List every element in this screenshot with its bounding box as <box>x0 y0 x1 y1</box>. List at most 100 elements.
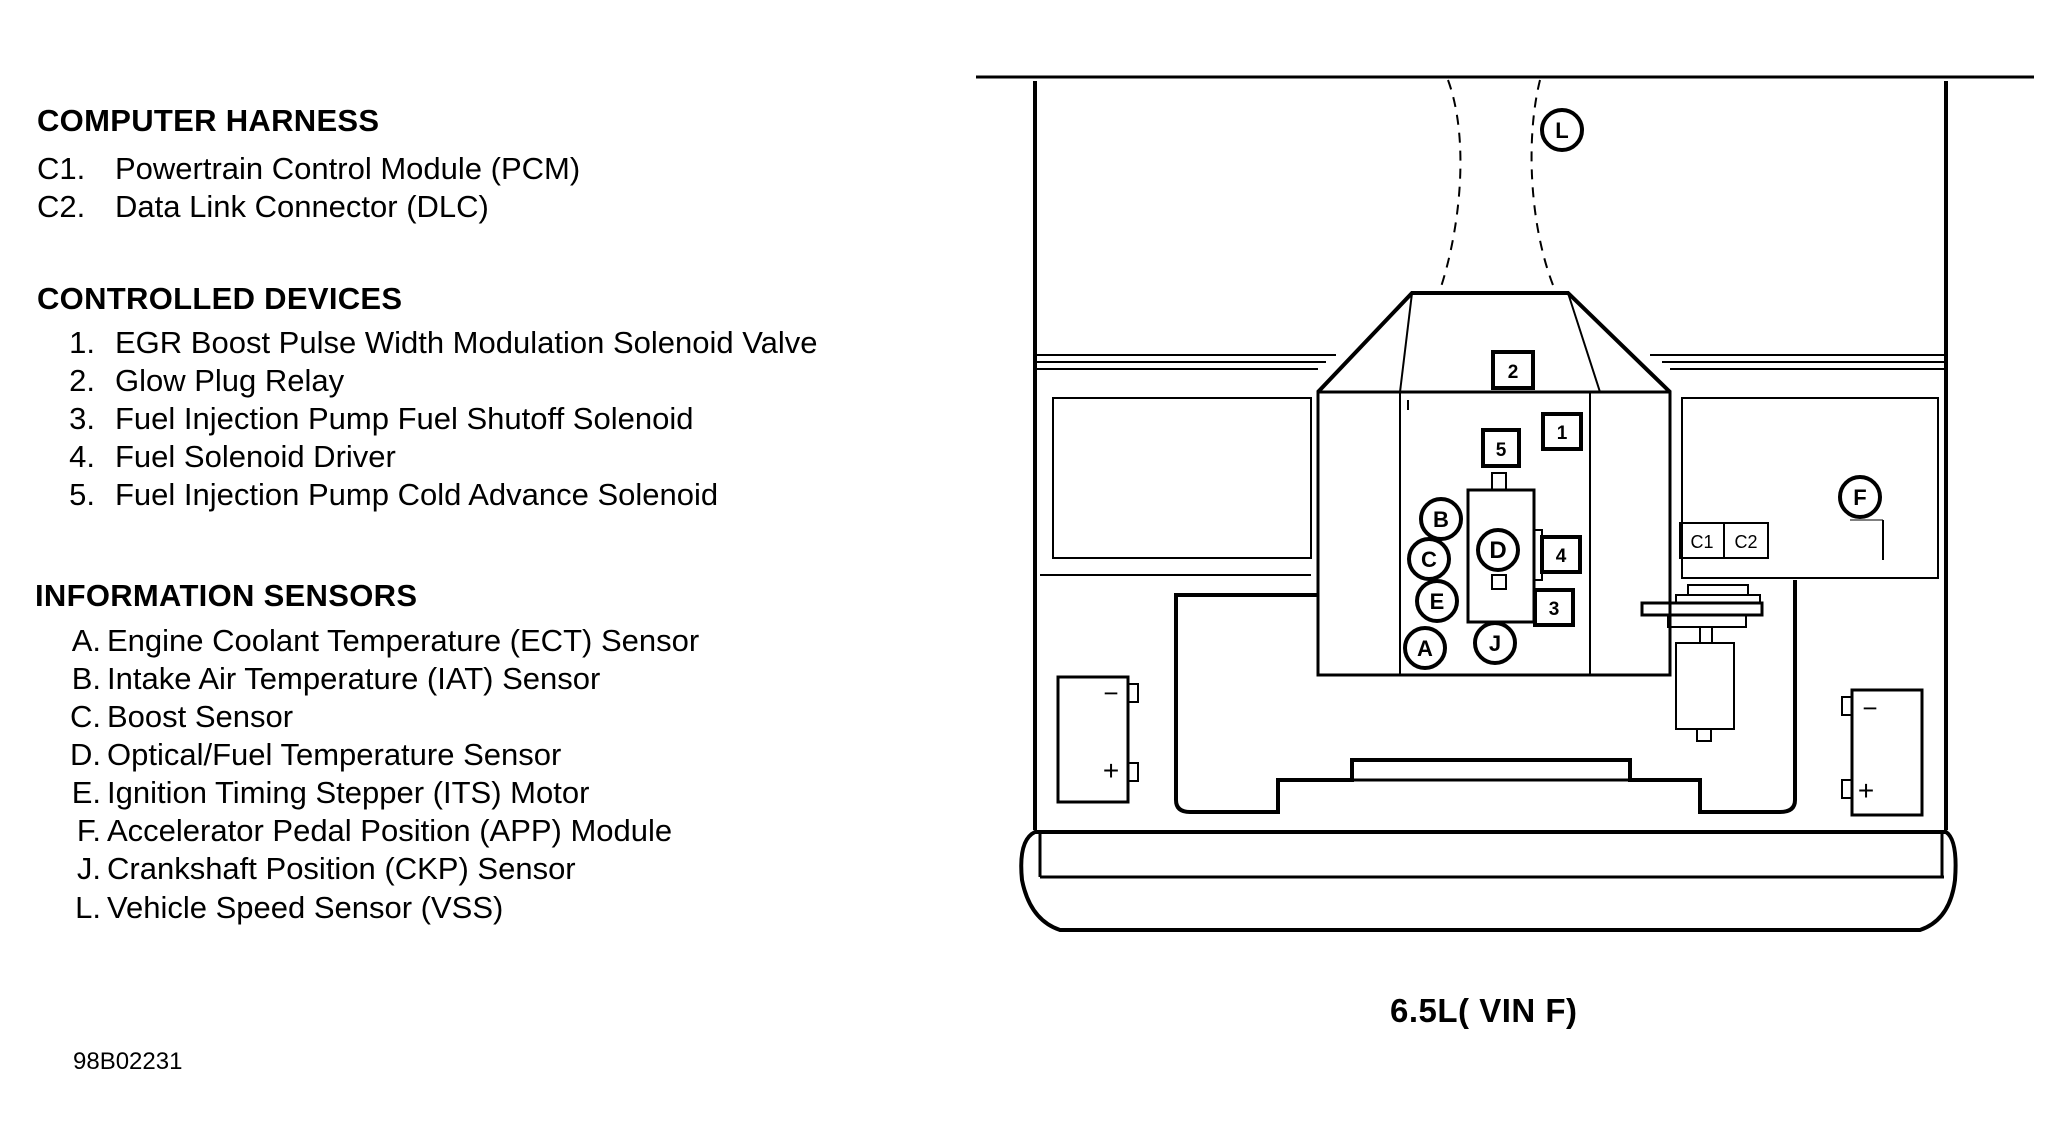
pcm-mount <box>1640 601 1764 617</box>
legend-item-2: 2. Glow Plug Relay <box>37 363 344 399</box>
legend-item-1: 1. EGR Boost Pulse Width Modulation Solen… <box>37 325 817 361</box>
callout-c1: C1 <box>1690 532 1713 552</box>
callout-l-circle <box>1540 108 1584 152</box>
callout-c-circle <box>1407 537 1451 581</box>
legend-text: EGR Boost Pulse Width Modulation Solenoi… <box>115 325 818 360</box>
transmission-outline <box>1530 79 1556 291</box>
left-battery <box>1056 675 1130 804</box>
battery-plus-right: + <box>1858 775 1874 806</box>
figure-code: 98B02231 <box>73 1048 183 1075</box>
legend-item-c: C.Boost Sensor <box>35 699 293 735</box>
callout-j-circle <box>1473 621 1517 665</box>
pump-stub <box>1491 472 1507 491</box>
legend-item-4: 4.Fuel Solenoid Driver <box>37 439 396 475</box>
legend-code: 5. <box>69 477 95 512</box>
pcm-mount <box>1667 614 1747 628</box>
legend-code: J. <box>76 851 101 886</box>
legend-item-b: B.Intake Air Temperature (IAT) Sensor <box>35 661 601 697</box>
battery-minus-right: − <box>1862 693 1877 723</box>
legend-code: C. <box>70 699 101 734</box>
callout-b: B <box>1433 507 1449 532</box>
callout-a: A <box>1417 636 1433 661</box>
callout-b-circle <box>1419 497 1463 541</box>
battery-terminal <box>1127 683 1139 703</box>
legend-code: D. <box>70 737 101 772</box>
pcm-foot <box>1696 728 1712 742</box>
legend-text: Fuel Injection Pump Cold Advance Solenoi… <box>115 477 719 512</box>
legend-item-3: 3. Fuel Injection Pump Fuel Shutoff Solen… <box>37 401 693 437</box>
legend-code: C2. <box>37 189 86 224</box>
computer-harness-title: COMPUTER HARNESS <box>37 103 380 138</box>
callout-j: J <box>1489 631 1501 656</box>
legend-item-c2: C2.Data Link Connector (DLC) <box>37 189 489 225</box>
frame-sides <box>1033 81 1948 830</box>
callout-4: 4 <box>1556 546 1567 567</box>
legend-code: 1. <box>69 325 95 360</box>
battery-minus-left: − <box>1103 678 1118 708</box>
callout-c2: C2 <box>1734 532 1757 552</box>
legend-text: Boost Sensor <box>107 699 294 734</box>
legend-text: Glow Plug Relay <box>115 363 345 398</box>
legend-code: 2. <box>69 363 95 398</box>
legend-text: Vehicle Speed Sensor (VSS) <box>107 890 504 925</box>
right-battery <box>1850 688 1924 817</box>
pump-stub <box>1491 574 1507 590</box>
c2-connector-box <box>1723 522 1769 559</box>
right-panel <box>1681 397 1939 579</box>
callout-l: L <box>1555 118 1568 143</box>
pcm-cap <box>1687 584 1749 596</box>
legend-code: 3. <box>69 401 95 436</box>
callout-f: F <box>1853 485 1866 510</box>
legend-text: Ignition Timing Stepper (ITS) Motor <box>107 775 590 810</box>
legend-text: Crankshaft Position (CKP) Sensor <box>107 851 576 886</box>
engine-top-line <box>1567 292 1601 393</box>
legend-code: A. <box>71 623 101 658</box>
legend-code: C1. <box>37 151 86 186</box>
legend-code: B. <box>71 661 101 696</box>
battery-terminal <box>1127 762 1139 782</box>
callout-4-box <box>1540 535 1582 574</box>
bumper <box>1019 830 1958 932</box>
legend-text: Fuel Solenoid Driver <box>115 439 396 474</box>
callout-1: 1 <box>1557 423 1568 444</box>
information-sensors-title: INFORMATION SENSORS <box>35 578 418 613</box>
legend-item-c1: C1.Powertrain Control Module (PCM) <box>37 151 580 187</box>
legend-text: Intake Air Temperature (IAT) Sensor <box>107 661 601 696</box>
legend-item-e: E.Ignition Timing Stepper (ITS) Motor <box>35 775 590 811</box>
crossmember-bar <box>1350 758 1632 782</box>
legend-item-f: F.Accelerator Pedal Position (APP) Modul… <box>35 813 672 849</box>
battery-plus-left: + <box>1103 755 1119 786</box>
legend-text: Accelerator Pedal Position (APP) Module <box>107 813 673 848</box>
callout-e-circle <box>1415 579 1459 623</box>
engine-top <box>1316 291 1672 394</box>
callout-c: C <box>1421 547 1437 572</box>
callout-d-circle <box>1476 528 1520 572</box>
callout-f-circle <box>1838 475 1882 519</box>
callout-3-box <box>1533 588 1575 627</box>
callout-5-box <box>1481 428 1521 468</box>
legend-code: L. <box>75 890 101 925</box>
callout-e: E <box>1430 589 1445 614</box>
controlled-devices-title: CONTROLLED DEVICES <box>37 281 403 316</box>
callout-a-circle <box>1403 626 1447 670</box>
legend: COMPUTER HARNESS C1.Powertrain Control M… <box>0 0 960 1144</box>
callout-5: 5 <box>1496 440 1507 461</box>
callout-d: D <box>1489 537 1506 564</box>
engine-top-line <box>1399 292 1413 393</box>
battery-terminal <box>1841 779 1853 799</box>
legend-code: E. <box>71 775 101 810</box>
legend-text: Fuel Injection Pump Fuel Shutoff Solenoi… <box>115 401 694 436</box>
callout-2-box <box>1491 350 1535 390</box>
legend-item-5: 5. Fuel Injection Pump Cold Advance Solen… <box>37 477 718 513</box>
callout-2: 2 <box>1508 362 1519 383</box>
callout-1-box <box>1541 412 1583 451</box>
pcm-body <box>1675 642 1735 730</box>
legend-item-a: A.Engine Coolant Temperature (ECT) Senso… <box>35 623 699 659</box>
legend-item-l: L.Vehicle Speed Sensor (VSS) <box>35 890 503 926</box>
callout-3: 3 <box>1549 599 1560 620</box>
battery-terminal <box>1841 696 1853 716</box>
legend-item-j: J.Crankshaft Position (CKP) Sensor <box>35 851 576 887</box>
transmission-outline <box>1439 79 1462 291</box>
legend-text: Engine Coolant Temperature (ECT) Sensor <box>107 623 700 658</box>
